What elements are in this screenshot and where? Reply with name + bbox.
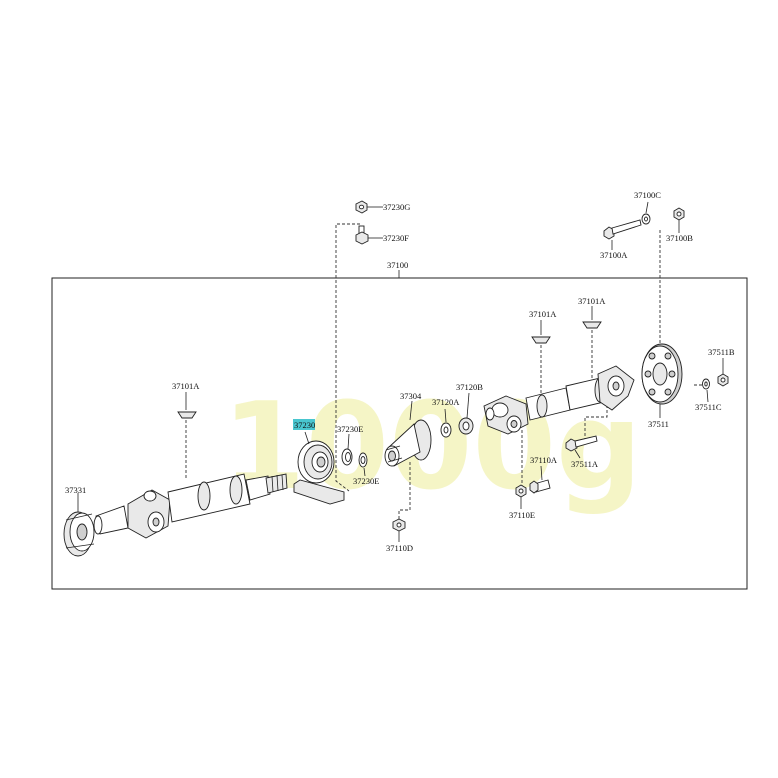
flange-37331[interactable] — [63, 511, 95, 557]
bearing-37120b[interactable] — [458, 417, 474, 435]
label-37230[interactable]: 37230 — [294, 420, 315, 430]
label-37101a-right[interactable]: 37101A — [578, 296, 606, 306]
label-37511[interactable]: 37511 — [648, 419, 669, 429]
label-37230g[interactable]: 37230G — [383, 202, 410, 212]
bolt-37511a[interactable] — [565, 435, 598, 452]
label-37100a[interactable]: 37100A — [600, 250, 628, 260]
label-37100[interactable]: 37100 — [387, 260, 408, 270]
bolt-37230f[interactable] — [355, 225, 369, 245]
nut-37511b[interactable] — [717, 373, 729, 387]
label-37101a-mid[interactable]: 37101A — [529, 309, 557, 319]
label-37100c[interactable]: 37100C — [634, 190, 661, 200]
label-37230e-bottom[interactable]: 37230E — [353, 476, 379, 486]
plate-37101a-right[interactable] — [582, 306, 602, 329]
rear-propeller-shaft[interactable] — [483, 365, 635, 435]
label-37110e[interactable]: 37110E — [509, 510, 535, 520]
coupling-37511[interactable] — [641, 343, 683, 405]
label-37304[interactable]: 37304 — [400, 391, 422, 401]
label-37230e-top[interactable]: 37230E — [337, 424, 363, 434]
label-37230f[interactable]: 37230F — [383, 233, 409, 243]
label-37511a[interactable]: 37511A — [571, 459, 599, 469]
label-37110d[interactable]: 37110D — [386, 543, 413, 553]
label-37331[interactable]: 37331 — [65, 485, 86, 495]
center-bearing-37230[interactable] — [293, 440, 345, 505]
label-37120b[interactable]: 37120B — [456, 382, 483, 392]
front-propeller-shaft[interactable] — [93, 473, 288, 539]
plate-37101a-left[interactable] — [177, 392, 197, 419]
washer-37100c[interactable] — [641, 213, 651, 225]
flange-37304[interactable] — [384, 419, 432, 467]
plate-37101a-mid[interactable] — [531, 320, 551, 344]
label-37511b[interactable]: 37511B — [708, 347, 735, 357]
label-37511c[interactable]: 37511C — [695, 402, 722, 412]
nut-37100b[interactable] — [673, 207, 685, 221]
washer-37120a[interactable] — [440, 422, 452, 438]
washer-37230e-b[interactable] — [358, 452, 368, 468]
label-37120a[interactable]: 37120A — [432, 397, 460, 407]
label-37110a[interactable]: 37110A — [530, 455, 558, 465]
nut-37110d[interactable] — [392, 518, 406, 532]
bolt-37100a[interactable] — [603, 219, 642, 240]
washer-37230e-a[interactable] — [341, 448, 353, 466]
bolt-37110a[interactable] — [529, 479, 551, 494]
washer-37511c[interactable] — [702, 378, 710, 390]
assembly-frame — [51, 277, 748, 590]
nut-37110e[interactable] — [515, 484, 527, 498]
nut-37230g[interactable] — [355, 200, 368, 214]
guide-lines — [185, 223, 704, 523]
highlight-37230 — [293, 419, 315, 430]
part-labels: 37230G 37230F 37100C 37100B 37100A 37100… — [65, 190, 735, 553]
label-37100b[interactable]: 37100B — [666, 233, 693, 243]
label-37101a-left[interactable]: 37101A — [172, 381, 200, 391]
